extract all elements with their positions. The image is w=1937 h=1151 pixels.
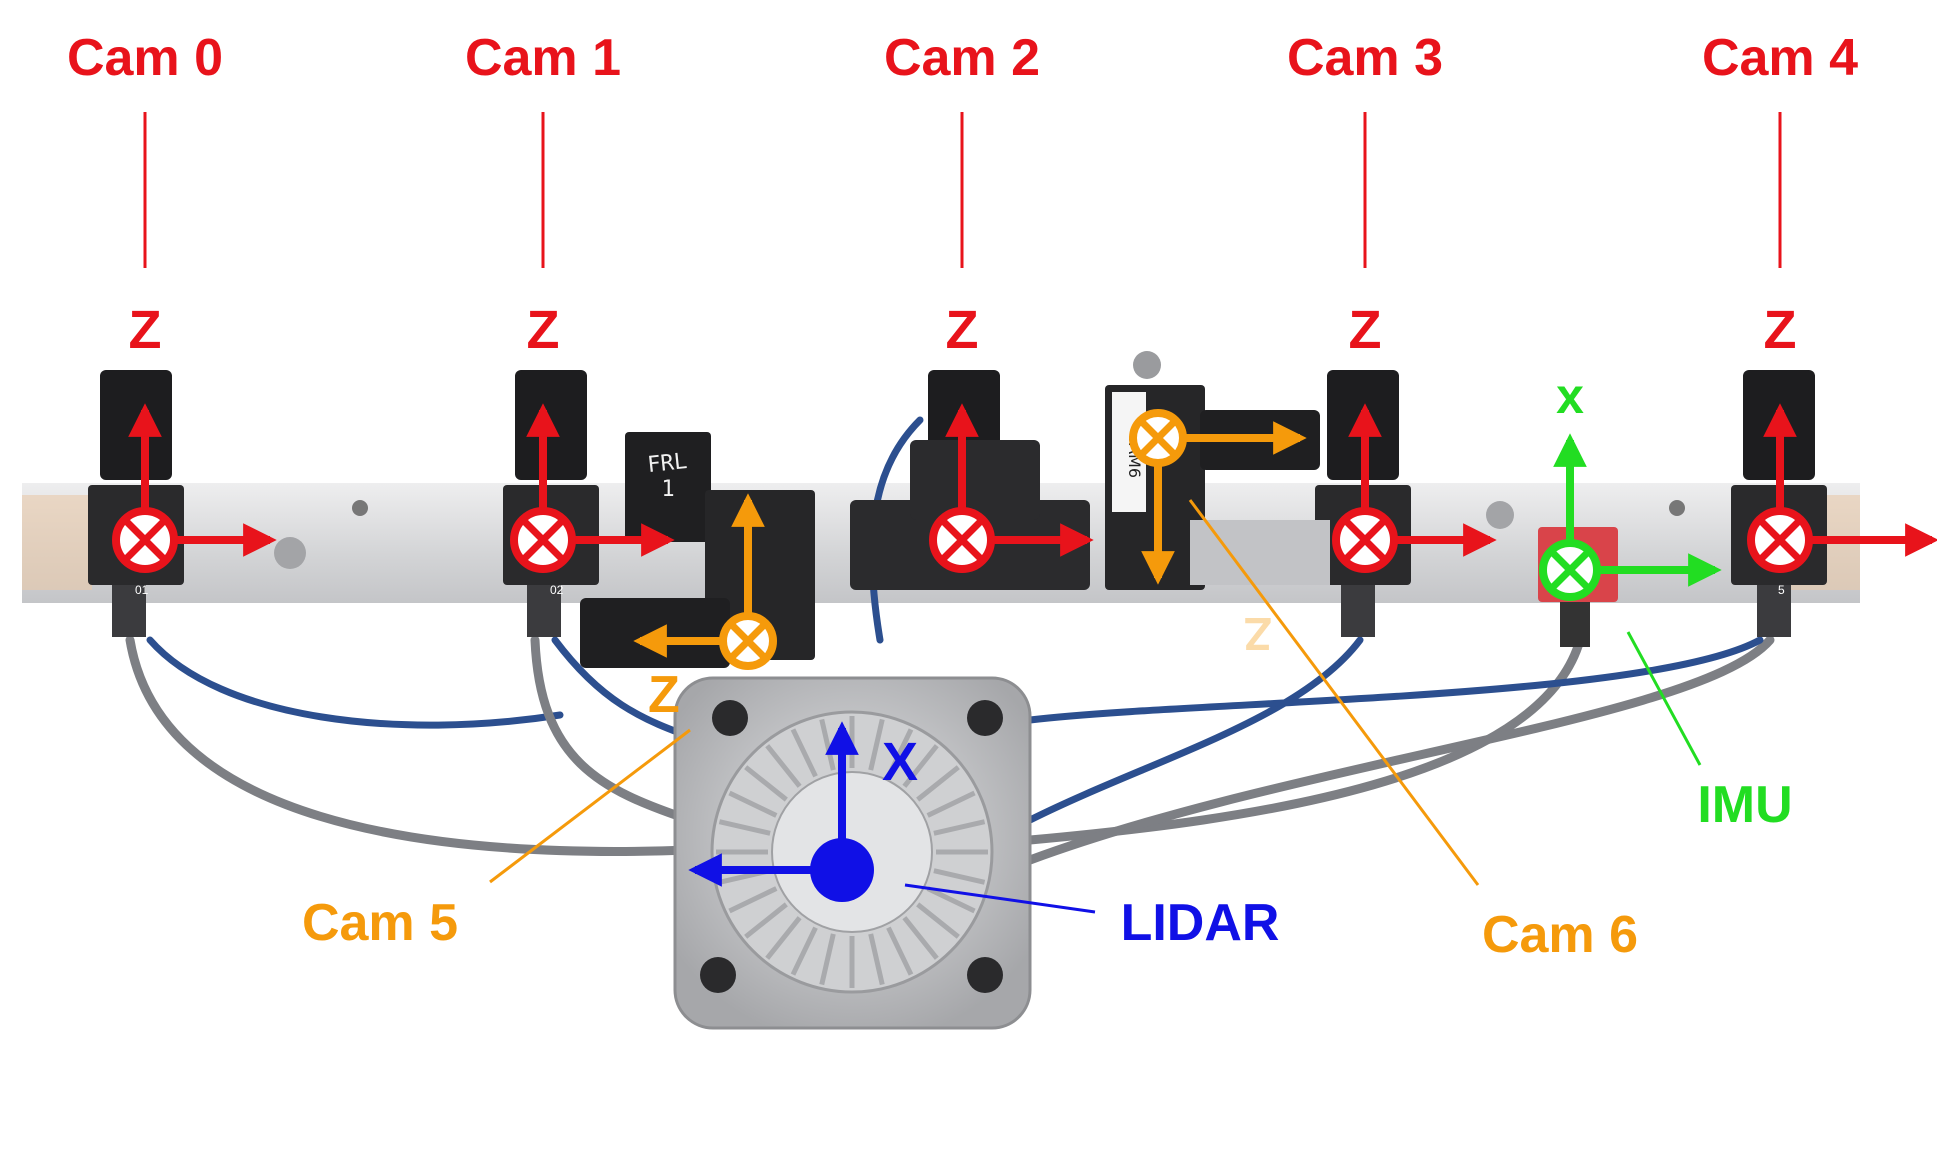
port-tag: 02 [550,583,564,597]
rail-tape-left [22,495,92,590]
lidar-axes: X LIDAR [688,721,1280,952]
lidar-fin [728,886,778,914]
rail-knob [274,537,306,569]
lidar-fin [868,933,885,986]
imu-axis-label: x [1556,368,1584,424]
lidar-fin [933,868,986,885]
lidar-leader-line [904,883,1096,914]
imu-connector [1560,602,1590,647]
imu-leader-line [1626,631,1702,766]
camera-label: Cam 4 [1702,29,1858,87]
lidar-fin [765,744,802,788]
camera-axis-label: Z [946,300,979,360]
lidar-fin [718,819,771,836]
camera-0: Cam 0 Z [67,29,277,573]
camera-axes-group: Cam 0 Z Cam 1 Z Cam 2 Z Cam 3 Z Cam 4 Z [67,29,1937,573]
lidar-fin [868,718,885,771]
into-page-cross-icon [719,612,777,670]
rail-screw [1669,500,1685,516]
camera-axis-label: Z [527,300,560,360]
into-page-cross-icon [929,507,995,573]
camera-axis-label: Z [1349,300,1382,360]
frl-tag: FRL [646,449,688,478]
camera-label: Cam 1 [465,29,621,87]
camera-3: Cam 3 Z [1287,29,1497,573]
into-page-cross-icon [1747,507,1813,573]
lidar-fin [916,765,960,802]
lidar-fin [790,926,818,976]
center-bracket [910,440,1040,520]
camera-label: Cam 0 [67,29,223,87]
cam6-knob [1133,351,1161,379]
port-tag: 5 [1778,583,1785,597]
lidar-fin [926,790,976,818]
lidar-fin [916,902,960,939]
camera-label: Cam 3 [1287,29,1443,87]
camera-1: Cam 1 Z [465,29,675,573]
lidar-fin [933,819,986,836]
rail-screw [352,500,368,516]
lidar-fin [886,926,914,976]
camera-4: Cam 4 Z [1702,29,1937,573]
lidar-fin [926,886,976,914]
frl-number: 1 [661,477,674,502]
lidar-fin [819,933,836,986]
lidar-fin [728,790,778,818]
into-page-cross-icon [1129,409,1187,467]
into-page-cross-icon [112,507,178,573]
lidar-label: LIDAR [1121,894,1280,952]
cam5-leader-line [489,728,691,884]
frl-camera-housing [625,432,711,542]
cam6-axis-label: Z [1244,608,1272,660]
imu-label: IMU [1697,776,1792,834]
into-page-cross-icon [1332,507,1398,573]
side-camera-5: Z Cam 5 [302,493,777,952]
camera-axis-label: Z [1764,300,1797,360]
lidar-fin [902,916,939,960]
port-tag: 01 [135,583,149,597]
camera-axis-label: Z [129,300,162,360]
cam5-axis-label: Z [648,666,680,724]
into-page-cross-icon [1539,539,1601,601]
into-page-cross-icon [510,507,576,573]
lidar-fin [902,744,939,788]
rail-knob [1486,501,1514,529]
imu-axes: x IMU [1539,368,1793,834]
cam5-label: Cam 5 [302,894,458,952]
cables [125,416,1775,865]
lidar-fin [790,728,818,778]
axis-dot-icon [810,838,874,902]
lidar-fin [744,765,788,802]
camera-2: Cam 2 Z [884,29,1094,573]
side-camera-6: Z Cam 6 [1129,409,1638,964]
cam6-leader-line [1188,499,1480,886]
camera-label: Cam 2 [884,29,1040,87]
cam6-label: Cam 6 [1482,906,1638,964]
lidar-axis-label: X [882,732,918,792]
lidar-fin [744,902,788,939]
cam5-lens [580,598,730,668]
lidar-fin [886,728,914,778]
lidar-fin [765,916,802,960]
